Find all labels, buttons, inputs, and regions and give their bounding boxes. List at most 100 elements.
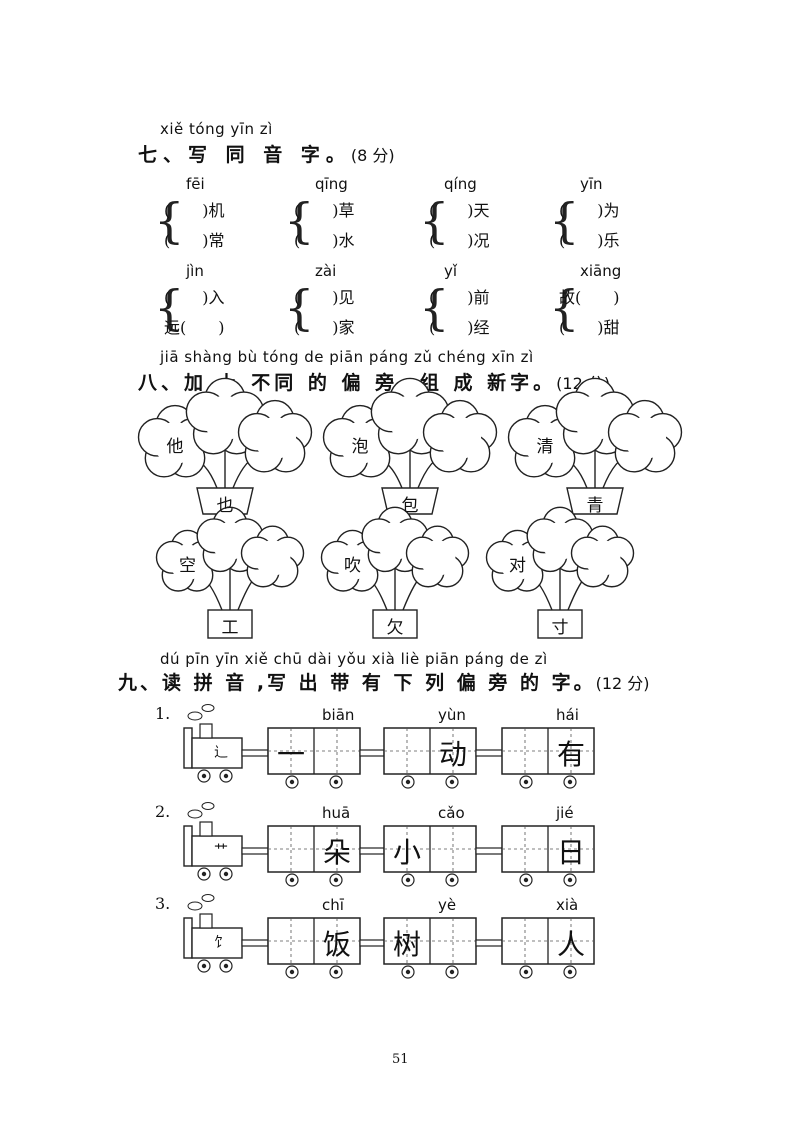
coupler xyxy=(359,847,385,855)
smoke-icon xyxy=(187,809,203,819)
brace-icon: { xyxy=(419,193,450,249)
car-character: 动 xyxy=(438,738,467,771)
wheel-hub xyxy=(333,779,339,785)
car-pinyin: yè xyxy=(438,896,457,914)
radical-label: 艹 xyxy=(214,843,228,859)
pot-character: 寸 xyxy=(551,618,569,638)
car-character: 一 xyxy=(276,738,305,771)
homophone-blank-b: ( )乐 xyxy=(559,231,620,250)
engine-chimney xyxy=(183,917,193,959)
flower-middle-center xyxy=(376,522,414,560)
wheel-hub xyxy=(223,773,229,779)
brace-icon: { xyxy=(549,280,580,336)
car-character: 树 xyxy=(392,928,421,961)
wheel-hub xyxy=(405,969,411,975)
car-character: 日 xyxy=(556,836,585,869)
brace-icon: { xyxy=(154,193,185,249)
engine-body xyxy=(191,835,243,867)
pot-character: 青 xyxy=(586,496,604,516)
homophone-blank-a: 故( ) xyxy=(559,288,620,307)
homophone-blank-a: ( )入 xyxy=(164,288,225,307)
wheel-hub xyxy=(201,871,207,877)
flower-right-center xyxy=(419,540,456,576)
flower-pot xyxy=(207,609,253,639)
engine-cab xyxy=(199,821,213,837)
engine-chimney xyxy=(183,727,193,769)
flower-middle-center xyxy=(202,395,248,441)
homophone-pinyin: xiāng xyxy=(580,262,622,280)
homophone-blank-a: ( )天 xyxy=(429,201,490,220)
radical-label: 辶 xyxy=(214,745,228,761)
flower-pot xyxy=(196,487,254,515)
coupler xyxy=(475,749,503,757)
homophone-pinyin: fēi xyxy=(186,175,205,193)
wheel-hub xyxy=(289,969,295,975)
flower-middle-center xyxy=(541,522,579,560)
coupler xyxy=(475,847,503,855)
smoke-icon xyxy=(201,802,215,810)
car-character: 人 xyxy=(556,928,585,961)
homophone-pinyin: qíng xyxy=(444,175,477,193)
section9-pinyin: dú pīn yīn xiě chū dài yǒu xià liè piān … xyxy=(160,650,548,668)
train-number: 1. xyxy=(155,704,171,723)
wheel-hub xyxy=(449,877,455,883)
flower-right-center xyxy=(438,416,482,460)
section7-title-text: 七、写 同 音 字。 xyxy=(138,144,351,166)
section9-title: 九、读 拼 音 ,写 出 带 有 下 列 偏 旁 的 字。(12 分) xyxy=(118,668,650,695)
flower-right-center xyxy=(253,416,297,460)
wheel-hub xyxy=(201,963,207,969)
car-pinyin: hái xyxy=(556,706,579,724)
wheel-hub xyxy=(201,773,207,779)
wheel-hub xyxy=(523,877,529,883)
wheel-hub xyxy=(333,969,339,975)
coupler xyxy=(359,749,385,757)
homophone-pinyin: qīng xyxy=(315,175,348,193)
homophone-blank-a: ( )草 xyxy=(294,201,355,220)
flower-pot xyxy=(566,487,624,515)
train-number: 2. xyxy=(155,802,171,821)
flower-middle-center xyxy=(211,522,249,560)
wheel-hub xyxy=(567,969,573,975)
homophone-pinyin: jìn xyxy=(186,262,204,280)
wheel-hub xyxy=(523,969,529,975)
wheel-hub xyxy=(567,779,573,785)
brace-icon: { xyxy=(284,193,315,249)
car-pinyin: cǎo xyxy=(438,804,465,822)
wheel-hub xyxy=(523,779,529,785)
wheel-hub xyxy=(449,779,455,785)
coupler xyxy=(241,749,269,757)
wheel-hub xyxy=(405,779,411,785)
homophone-blank-b: ( )经 xyxy=(429,318,490,337)
flower-character: 吹 xyxy=(344,556,361,577)
flower-right-center xyxy=(254,540,291,576)
homophone-blank-b: ( )家 xyxy=(294,318,355,337)
flower-character: 泡 xyxy=(351,437,369,457)
smoke-icon xyxy=(201,894,215,902)
flower-right-center xyxy=(584,540,621,576)
coupler xyxy=(241,939,269,947)
wheel-hub xyxy=(567,877,573,883)
homophone-blank-b: ( )水 xyxy=(294,231,355,250)
homophone-blank-a: ( )为 xyxy=(559,201,620,220)
brace-icon: { xyxy=(419,280,450,336)
homophone-blank-b: 远( ) xyxy=(164,318,225,337)
wheel-hub xyxy=(223,871,229,877)
engine-body xyxy=(191,737,243,769)
homophone-blank-b: ( )况 xyxy=(429,231,490,250)
flower-middle-center xyxy=(387,395,433,441)
car-pinyin: yùn xyxy=(438,706,466,724)
coupler xyxy=(241,847,269,855)
homophone-pinyin: zài xyxy=(315,262,337,280)
brace-icon: { xyxy=(154,280,185,336)
car-pinyin: xià xyxy=(556,896,579,914)
homophone-pinyin: yǐ xyxy=(444,262,458,280)
homophone-blank-a: ( )前 xyxy=(429,288,490,307)
brace-icon: { xyxy=(284,280,315,336)
engine-cab xyxy=(199,723,213,739)
wheel-hub xyxy=(449,969,455,975)
flower-character: 清 xyxy=(536,437,554,457)
flower-right-center xyxy=(623,416,667,460)
car-character: 朵 xyxy=(322,836,351,869)
homophone-blank-b: ( )常 xyxy=(164,231,225,250)
